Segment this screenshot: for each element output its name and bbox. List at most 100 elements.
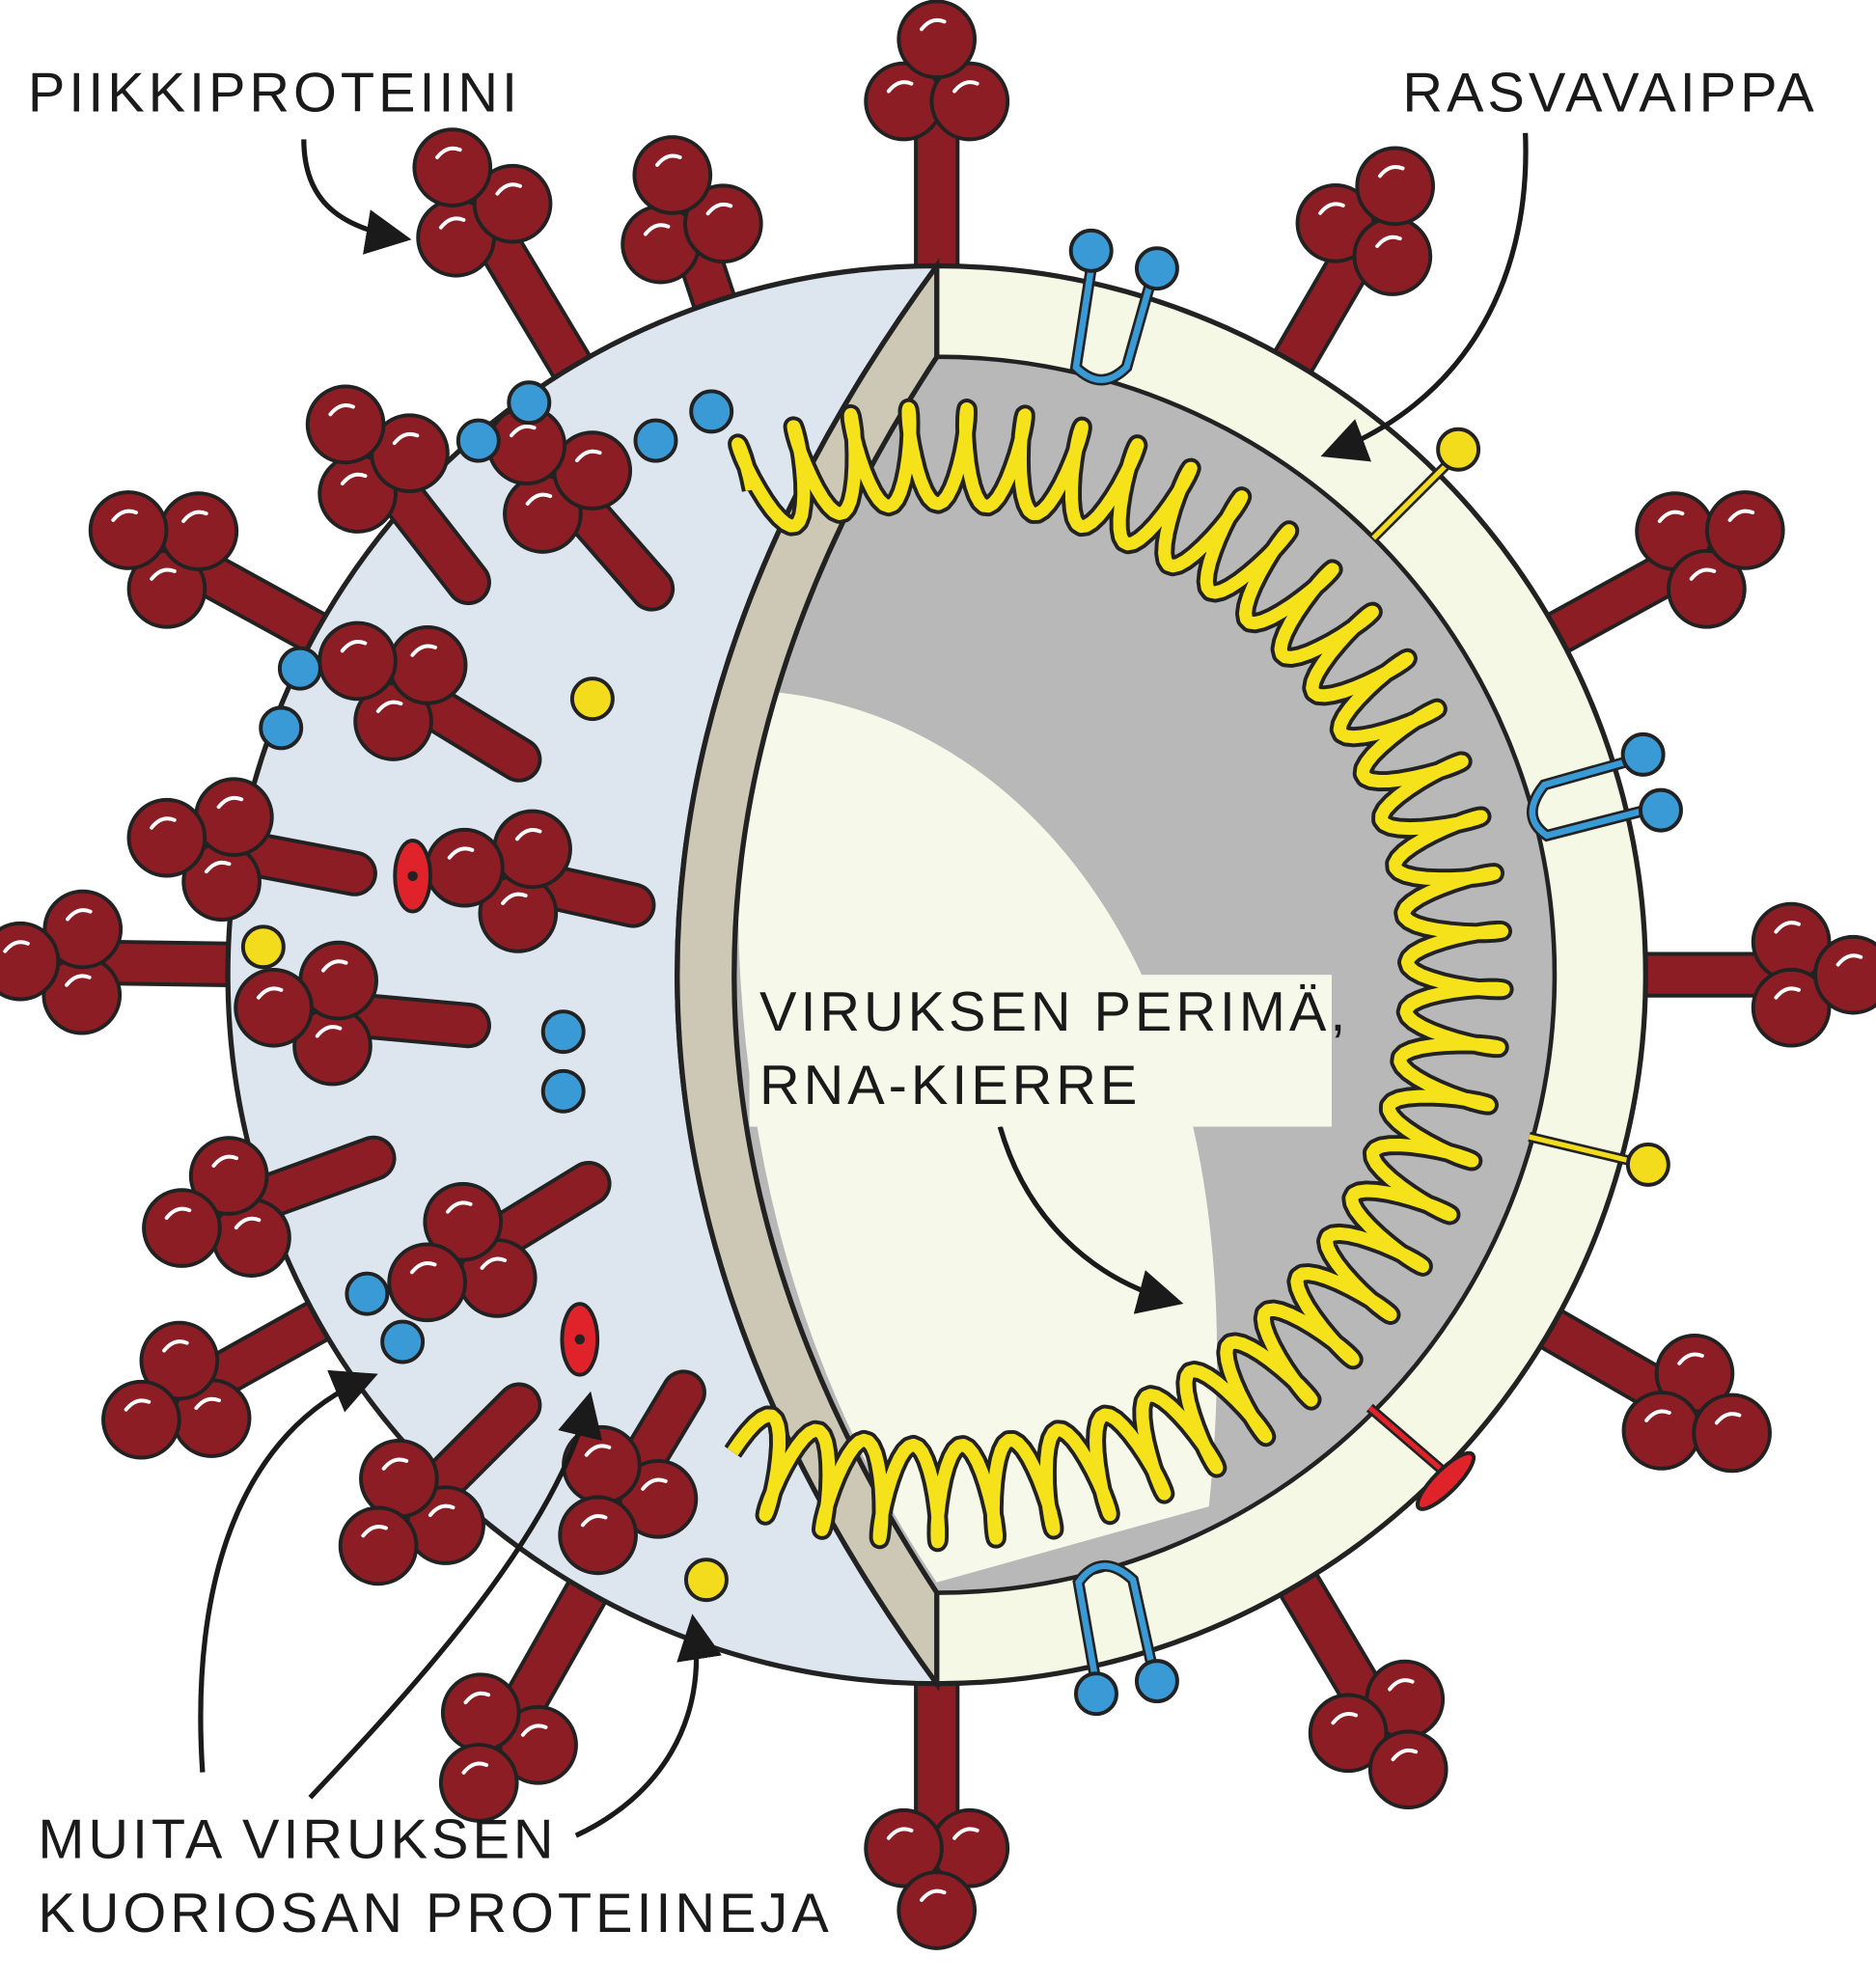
spike-highlight [216, 795, 244, 810]
spike-highlight [211, 1154, 239, 1168]
blue-protein [540, 1009, 586, 1055]
spike-knob [338, 1505, 419, 1586]
spike-knob [1355, 146, 1436, 227]
spike-knob [158, 491, 239, 571]
spike-knob [1308, 1693, 1389, 1774]
spike-highlight [1391, 1748, 1419, 1762]
membrane-protein-head [1074, 1671, 1118, 1717]
cut-face [675, 258, 940, 1692]
spike-knob [317, 620, 398, 702]
spike-knob [1667, 548, 1747, 629]
spike-highlight [1689, 567, 1717, 581]
spike-highlight [66, 908, 93, 922]
spike-highlight [480, 1256, 508, 1270]
spike-highlight [655, 153, 682, 167]
spike-highlight [320, 959, 348, 973]
spike-highlight [150, 567, 177, 581]
blue-protein [633, 418, 678, 463]
membrane-pin-head [1625, 1142, 1670, 1187]
spike-highlight [705, 202, 733, 216]
blue-protein [689, 389, 734, 434]
spike-highlight [446, 1200, 473, 1214]
membrane-pin-head [1436, 427, 1481, 472]
blue-protein [540, 1068, 586, 1114]
spike-highlight [447, 846, 475, 860]
label-other-proteins-line2: KUORIOSAN PROTEIINEJA [38, 1883, 832, 1944]
spike-highlight [164, 1206, 192, 1221]
spike-highlight [514, 828, 542, 841]
spike-protein [305, 384, 491, 606]
arrow-protein-red [308, 1391, 603, 1800]
surface-proteins [240, 228, 1683, 1717]
spike-highlight [328, 403, 355, 417]
spike-proteins-face [126, 384, 706, 1586]
spike-highlight [194, 1396, 221, 1411]
spike-highlight [463, 1691, 491, 1705]
spike-highlight [580, 1514, 608, 1528]
spike-knob [188, 1136, 269, 1216]
spike-knob [929, 61, 1010, 142]
spike-highlight [409, 1261, 437, 1275]
yellow-protein [240, 924, 286, 970]
label-other-proteins-line1: MUITA VIRUKSEN [38, 1809, 557, 1871]
membrane-protein-m [1075, 1562, 1158, 1685]
spike-highlight [1774, 986, 1801, 1000]
spike-highlight [428, 1503, 455, 1518]
spike-highlight [525, 492, 553, 506]
label-genome-line2: RNA-KIERRE [759, 1055, 1141, 1117]
membrane-protein-head [1620, 731, 1666, 777]
spike-highlight [641, 1477, 668, 1491]
spike-knob [126, 797, 207, 878]
spike-knob [1367, 1729, 1448, 1810]
spike-highlight [1331, 1712, 1358, 1725]
spike-highlight [234, 1216, 262, 1230]
spike-highlight [643, 223, 671, 236]
spike-highlight [410, 644, 437, 657]
spike-highlight [361, 1525, 388, 1538]
spike-knob [0, 921, 61, 1002]
spike-highlight [1657, 510, 1685, 524]
membrane-proteins [1069, 266, 1647, 1685]
spike-knob [305, 384, 386, 465]
spike-highlight [1377, 165, 1405, 179]
blue-protein [455, 418, 501, 463]
spike-highlight [162, 1339, 189, 1353]
arrow-envelope [1320, 132, 1529, 462]
spike-knob [472, 163, 553, 244]
spike-highlight [375, 700, 403, 713]
rna-helix [724, 398, 1514, 1553]
spike-highlight [510, 424, 537, 438]
blue-protein [380, 1319, 426, 1365]
spike-highlight [1677, 1352, 1704, 1365]
spike-highlight [1388, 1678, 1415, 1692]
spike-knob [632, 135, 713, 215]
spike-highlight [435, 146, 462, 160]
spike-highlight [438, 216, 466, 230]
spike-highlight [1714, 1412, 1742, 1425]
spike-highlight [1318, 202, 1345, 215]
spike-highlight [919, 1889, 947, 1902]
spike-highlight [495, 182, 522, 196]
membrane-protein-head [1639, 787, 1683, 833]
spike-highlight [952, 1827, 979, 1840]
membrane-protein-head [1134, 1659, 1179, 1704]
spike-knob [194, 777, 274, 858]
spike-highlight [340, 640, 368, 653]
spike-knob [1813, 934, 1876, 1015]
spike-protein [234, 940, 491, 1087]
arrow-protein-blue [198, 1369, 378, 1773]
spike-highlight [952, 80, 979, 94]
spike-highlight [461, 1761, 489, 1775]
yellow-protein [569, 676, 615, 722]
spike-knob [897, 0, 977, 80]
spike-highlight [584, 1444, 612, 1457]
red-membrane-protein-head [1415, 1450, 1476, 1511]
spike-highlight [204, 860, 232, 874]
spike-protein [317, 620, 542, 783]
spike-highlight [392, 431, 420, 446]
label-lipid-envelope: RASVAVAIPPA [1402, 63, 1817, 124]
spike-highlight [919, 17, 947, 32]
spike-highlight [520, 1723, 548, 1737]
